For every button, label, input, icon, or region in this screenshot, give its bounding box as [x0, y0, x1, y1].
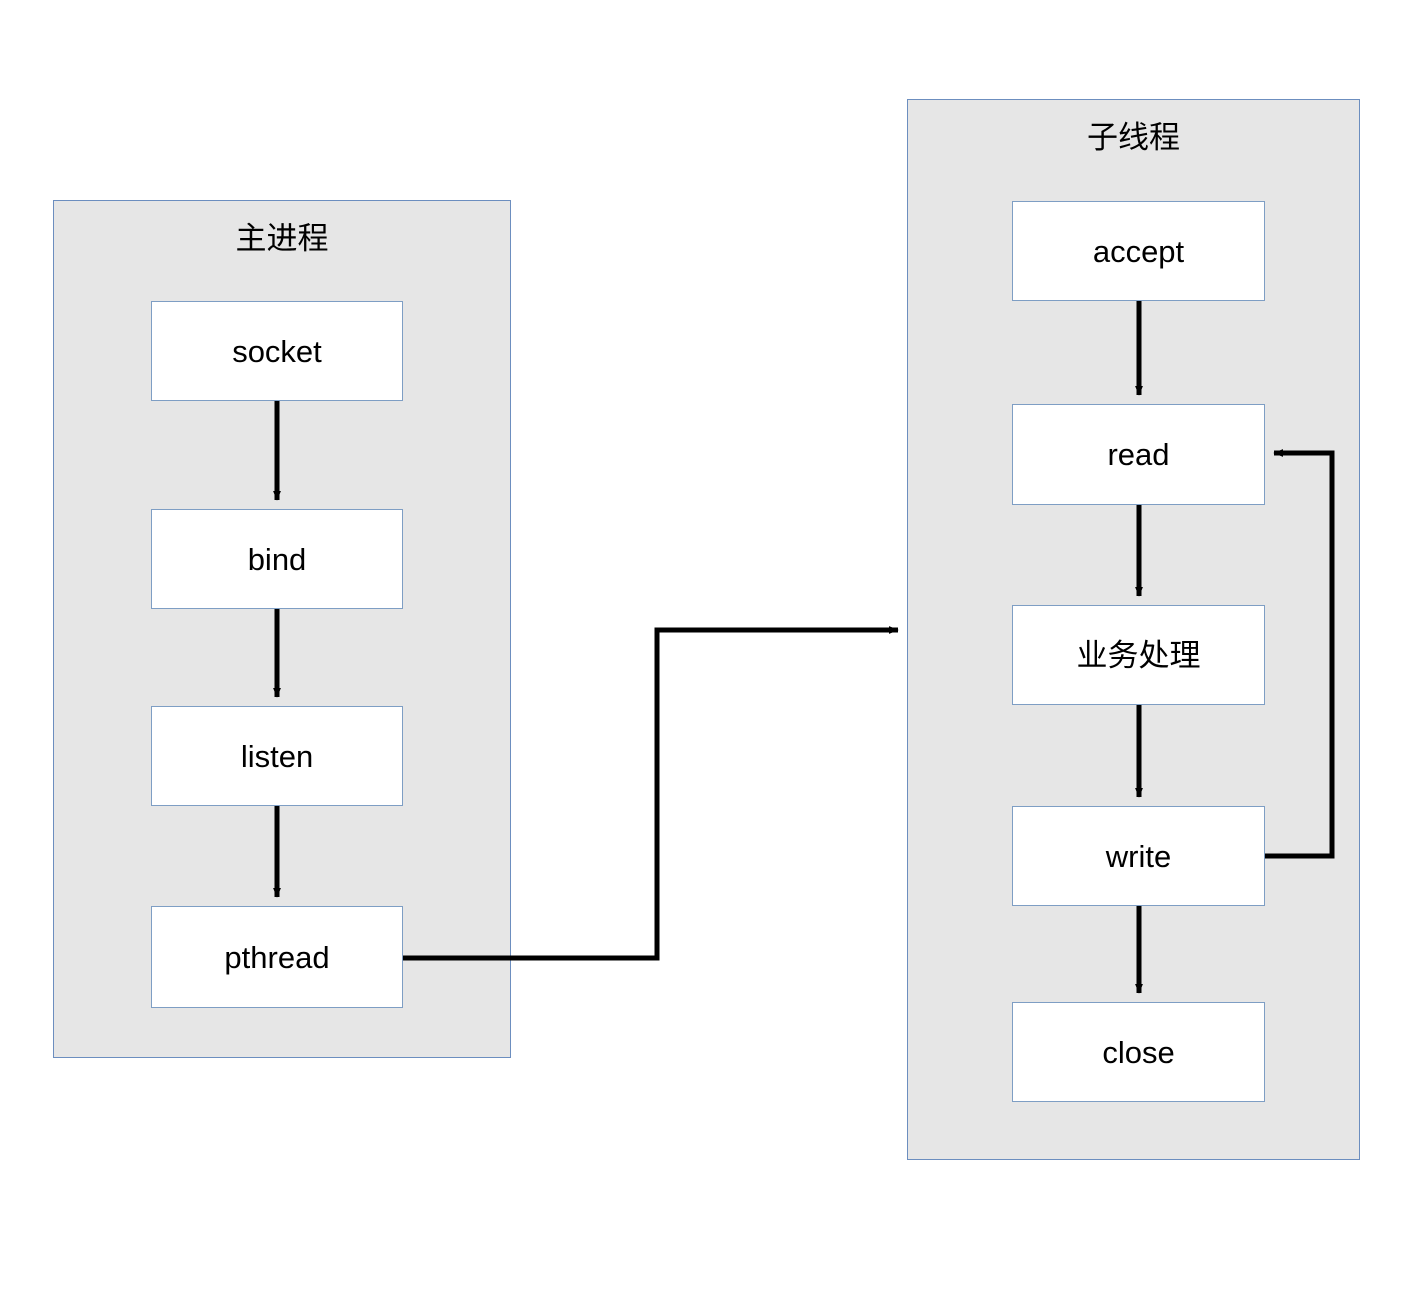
node-read[interactable]: read	[1012, 404, 1265, 505]
node-read-label: read	[1107, 437, 1170, 472]
node-bind[interactable]: bind	[151, 509, 403, 609]
node-business-process[interactable]: 业务处理	[1012, 605, 1265, 705]
node-socket[interactable]: socket	[151, 301, 403, 401]
node-accept[interactable]: accept	[1012, 201, 1265, 301]
node-listen-label: listen	[240, 738, 314, 774]
node-listen[interactable]: listen	[151, 706, 403, 806]
node-write[interactable]: write	[1012, 806, 1265, 906]
node-business-process-label: 业务处理	[1076, 637, 1201, 673]
node-accept-label: accept	[1092, 233, 1185, 269]
group-main-process-title: 主进程	[235, 221, 329, 256]
node-socket-label: socket	[232, 333, 322, 369]
node-write-label: write	[1105, 838, 1172, 874]
node-pthread-label: pthread	[224, 939, 330, 975]
node-pthread[interactable]: pthread	[151, 906, 403, 1008]
node-close[interactable]: close	[1012, 1002, 1265, 1102]
node-close-label: close	[1102, 1034, 1175, 1070]
node-bind-label: bind	[247, 541, 307, 577]
group-child-thread-title: 子线程	[1087, 120, 1180, 155]
